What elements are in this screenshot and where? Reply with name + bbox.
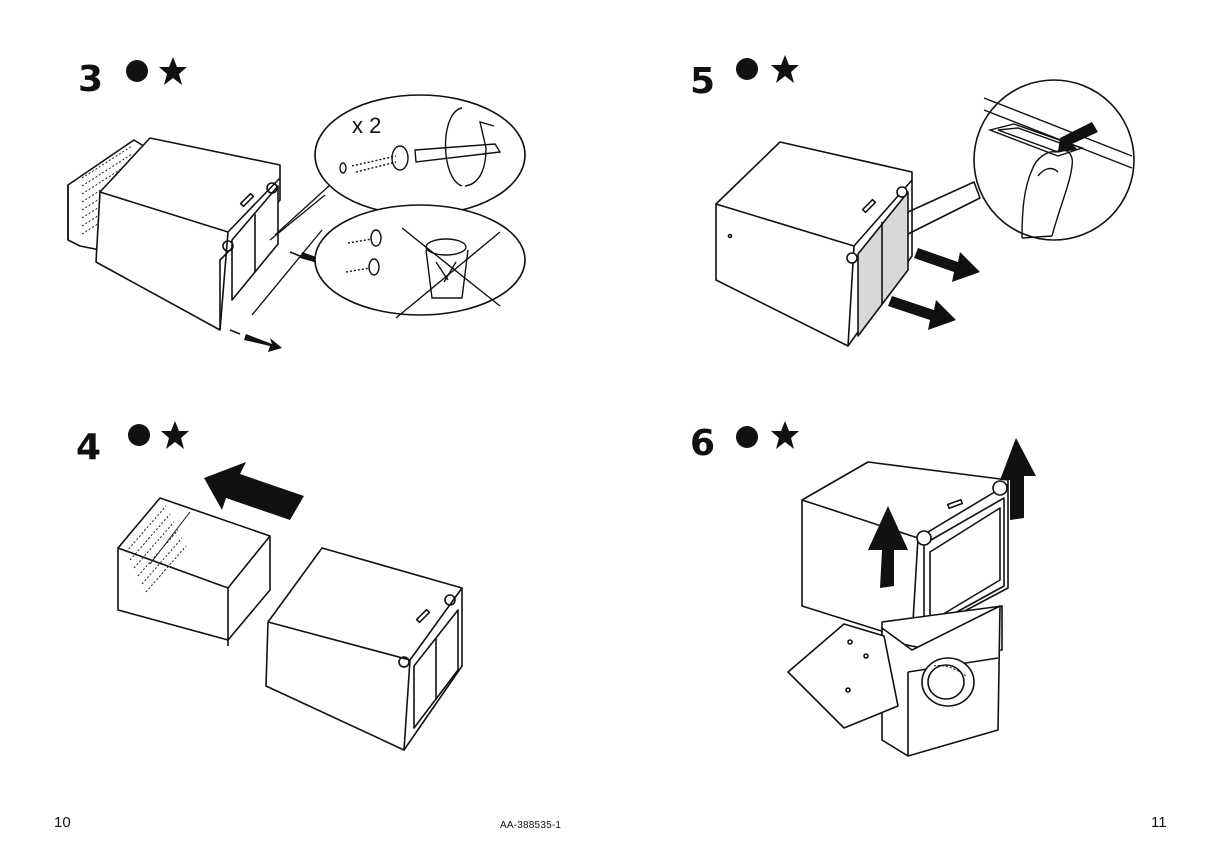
star-icon [159, 57, 187, 85]
step-number: 5 [690, 61, 716, 102]
step-6: 6 [612, 410, 1212, 790]
filled-circle-icon [736, 426, 758, 448]
step-6-illustration [787, 438, 1036, 757]
quantity-label: x 2 [352, 113, 381, 138]
step-4: 4 [0, 410, 600, 790]
step-4-illustration [117, 462, 463, 751]
filled-circle-icon [126, 60, 148, 82]
step-number: 3 [78, 59, 104, 100]
star-icon [771, 421, 799, 449]
filled-circle-icon [736, 58, 758, 80]
step-5: 5 [612, 0, 1212, 380]
document-id: AA-388535-1 [500, 820, 562, 831]
step-5-illustration [715, 79, 1135, 347]
step-3: 3 [0, 0, 600, 380]
page-number-right: 11 [1151, 814, 1167, 831]
star-icon [161, 421, 189, 449]
filled-circle-icon [128, 424, 150, 446]
step-number: 6 [690, 423, 716, 464]
star-icon [771, 55, 799, 83]
page-number-left: 10 [54, 814, 71, 831]
step-3-illustration: x 2 [67, 94, 526, 352]
step-number: 4 [76, 427, 102, 468]
